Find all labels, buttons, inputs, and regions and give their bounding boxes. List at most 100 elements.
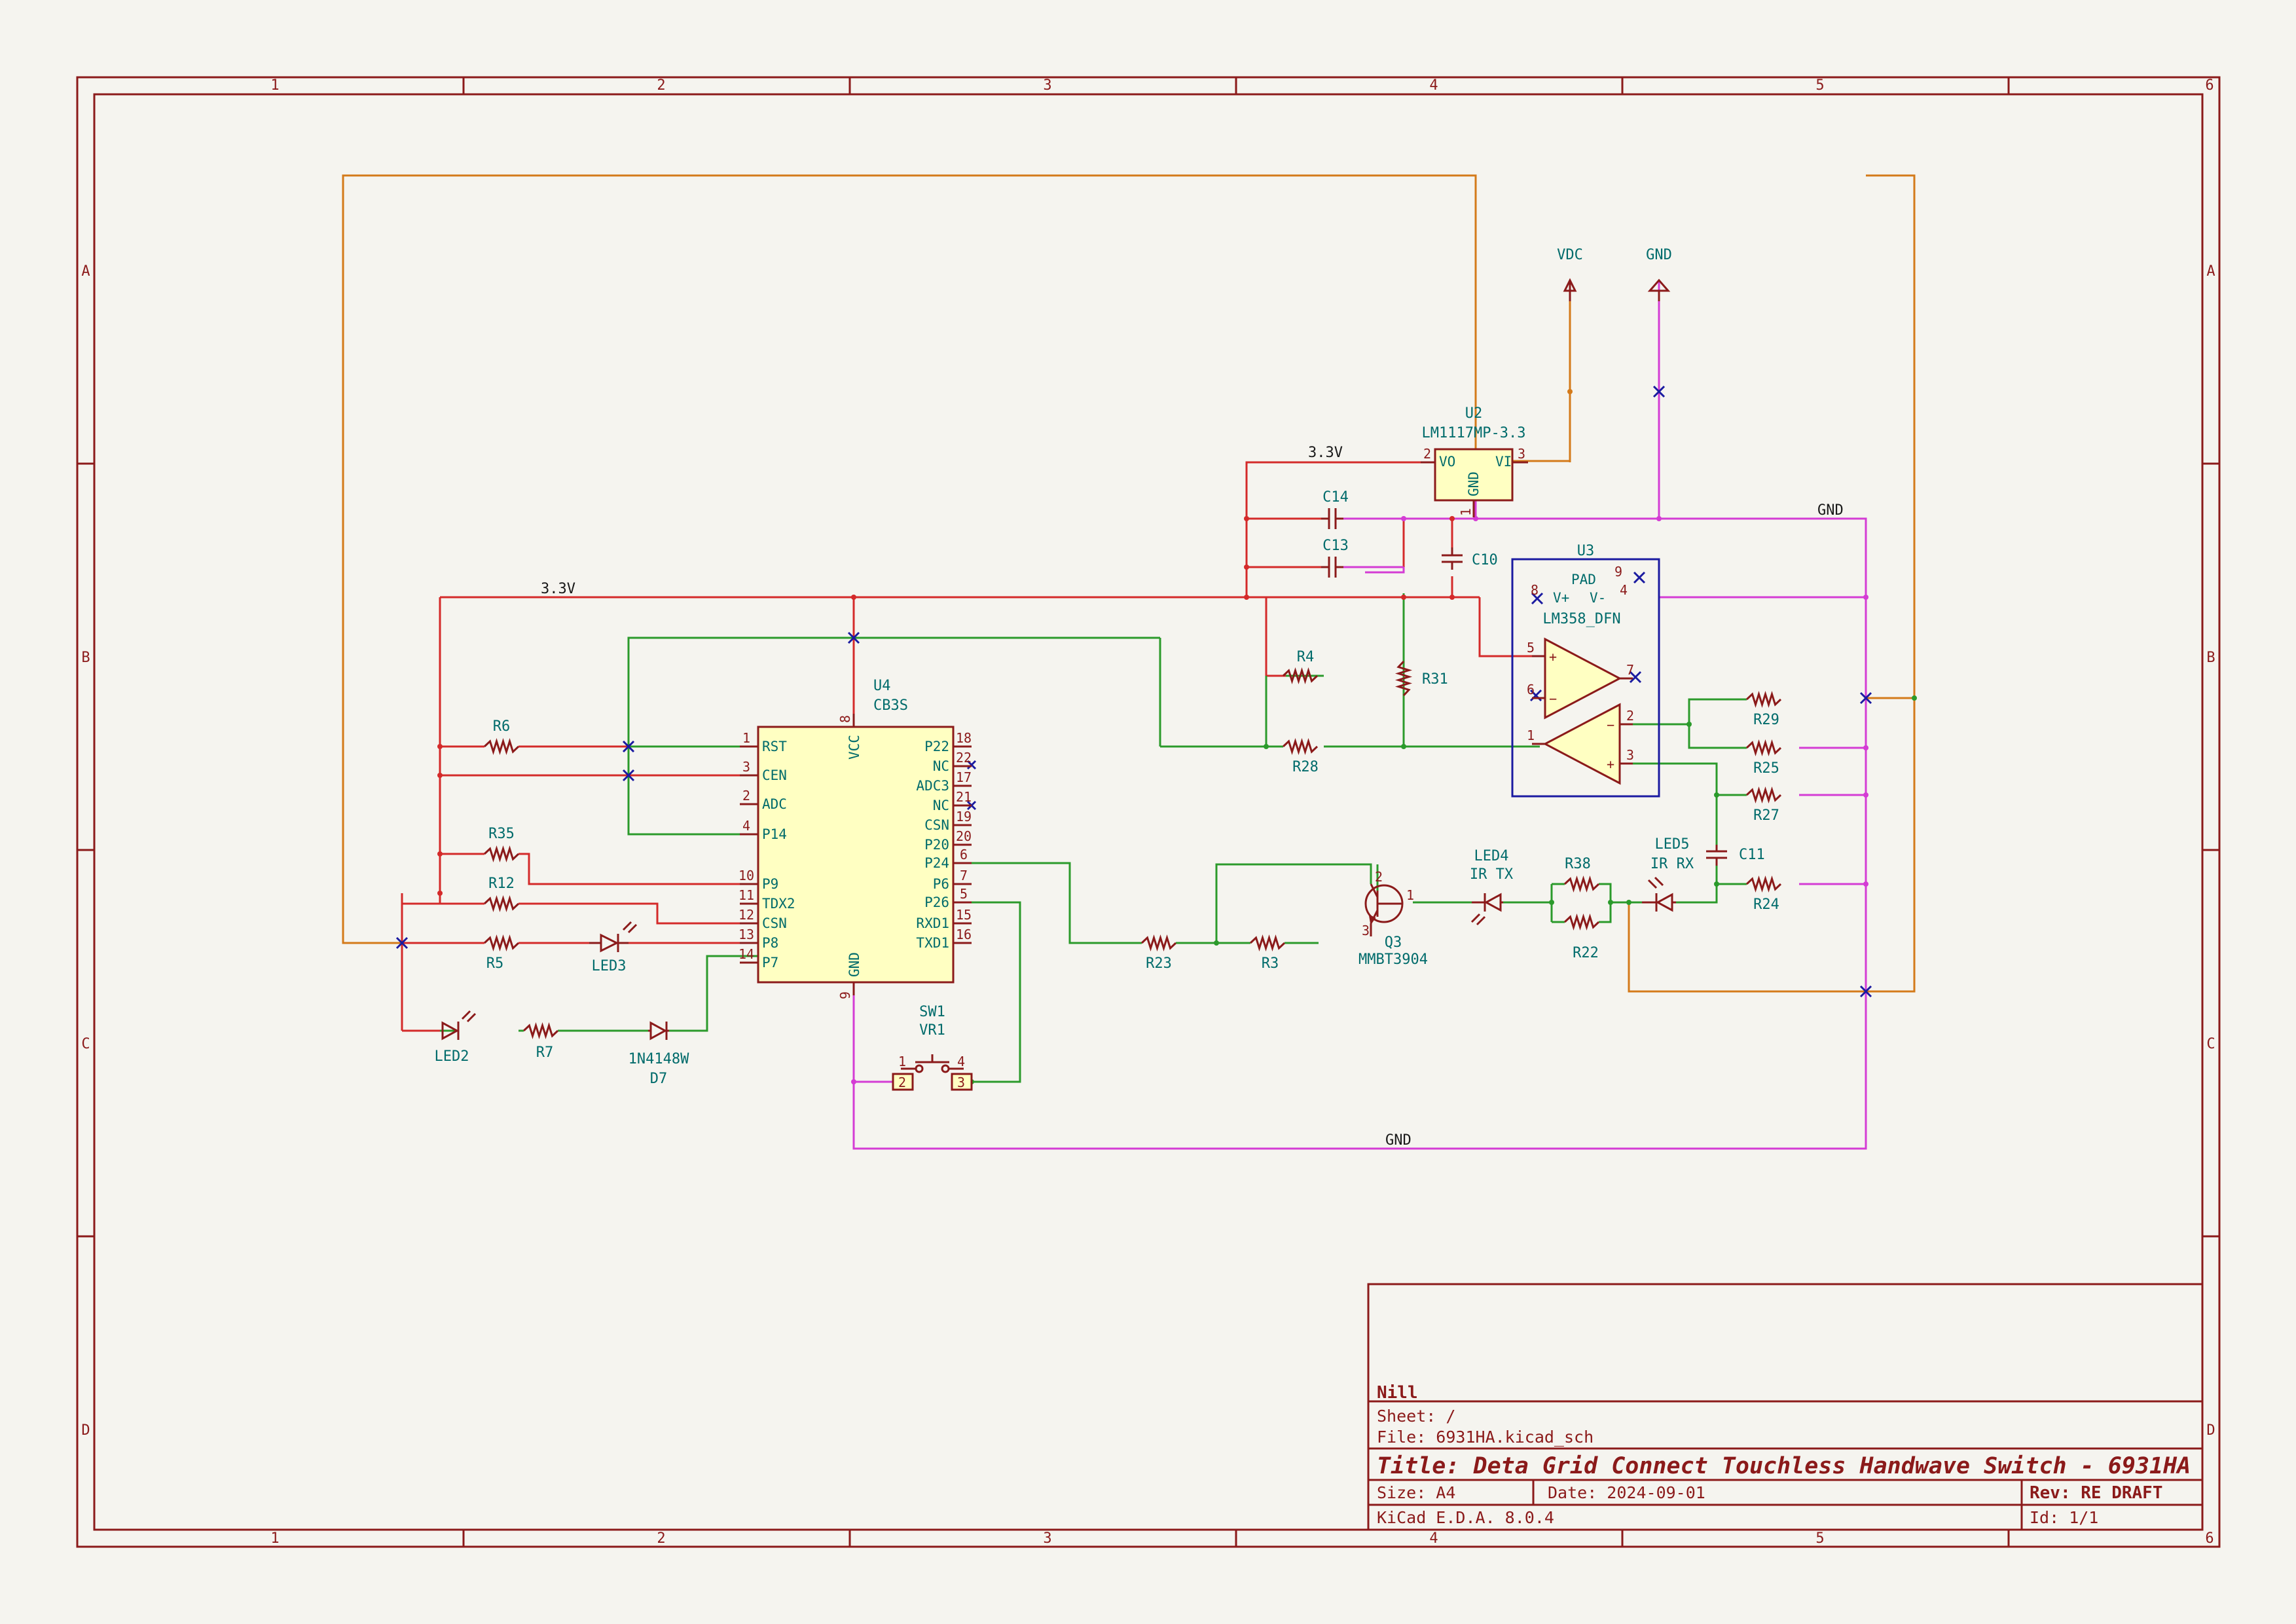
vdc-label: VDC	[1557, 247, 1583, 263]
q3-pin-2: 2	[1375, 869, 1383, 885]
row-label-c-right: C	[2206, 1036, 2215, 1052]
resistor-r31[interactable]: R31	[1394, 660, 1448, 697]
u4-left-pin-num: 3	[742, 759, 750, 775]
capacitor-c10[interactable]: C10	[1442, 547, 1498, 570]
resistor-label: R6	[493, 718, 511, 735]
u3-plus-sign-b: +	[1607, 756, 1614, 772]
resistor-r29[interactable]: R29	[1745, 690, 1782, 728]
title-company: Nill	[1377, 1383, 1418, 1403]
u4-right-pin-num: 5	[960, 886, 968, 902]
resistor-r22[interactable]: R22	[1563, 913, 1600, 961]
row-label-a-right: A	[2206, 263, 2215, 280]
junctions	[437, 389, 1917, 1084]
resistor-r12[interactable]: R12	[483, 876, 520, 913]
resistor-zigzag	[483, 895, 520, 913]
led4-ir-tx[interactable]: LED4 IR TX	[1470, 848, 1514, 926]
u4-right-pin-name: CSN	[924, 817, 949, 833]
resistor-r25[interactable]: R25	[1745, 739, 1782, 777]
resistor-zigzag	[1140, 934, 1177, 952]
u2-pin-2: 2	[1423, 446, 1431, 462]
capacitor-c14[interactable]: C14	[1247, 489, 1404, 529]
resistor-zigzag	[1745, 739, 1782, 757]
row-label-d: D	[81, 1422, 90, 1439]
led3[interactable]: LED3	[589, 921, 638, 974]
resistor-r5[interactable]: R5	[483, 934, 520, 972]
resistor-r4[interactable]: R4	[1282, 649, 1319, 685]
u4-right-pin-num: 7	[960, 868, 968, 883]
u4-right-pin-name: TXD1	[916, 935, 949, 951]
col-label-6-bottom: 6	[2205, 1530, 2214, 1547]
u3-pin-vplus: V+	[1553, 590, 1569, 606]
resistor-r35[interactable]: R35	[483, 826, 520, 863]
resistor-r28[interactable]: R28	[1282, 737, 1319, 775]
resistor-zigzag	[1745, 690, 1782, 709]
resistor-r6[interactable]: R6	[483, 718, 520, 756]
resistor-zigzag	[483, 737, 520, 756]
u3-ref: U3	[1577, 543, 1595, 559]
u2-regulator[interactable]: U2 LM1117MP-3.3 VO VI GND 2 3 1	[1421, 405, 1528, 517]
title-tool: KiCad E.D.A. 8.0.4	[1377, 1508, 1554, 1527]
col-label-3: 3	[1043, 77, 1051, 94]
resistor-label: R4	[1297, 649, 1315, 665]
u3-pin-7: 7	[1626, 662, 1634, 678]
q3-ref: Q3	[1385, 934, 1402, 951]
net-label-3v3-left: 3.3V	[541, 581, 575, 597]
u3-opamp[interactable]: + − − + U3 LM358_DFN PAD V+ V- 9 8 4 5 6…	[1511, 543, 1660, 798]
u4-right-pin-num: 15	[956, 907, 972, 923]
u4-right-pin-num: 17	[956, 769, 972, 785]
sw1-pin-1: 1	[898, 1054, 906, 1069]
wires-green	[440, 593, 1747, 1083]
sw1-pin-4: 4	[957, 1054, 965, 1069]
led5-value: IR RX	[1650, 856, 1694, 872]
resistor-r23[interactable]: R23	[1140, 934, 1177, 972]
u2-pin-3: 3	[1518, 446, 1525, 462]
u4-right-pin-name: P24	[924, 855, 949, 871]
transistor-q3[interactable]: 2 1 3 Q3 MMBT3904	[1358, 869, 1428, 968]
u4-left-pin-num: 2	[742, 788, 750, 803]
c13-ref: C13	[1322, 538, 1349, 554]
capacitor-c11[interactable]: C11	[1706, 845, 1765, 866]
title-size: Size: A4	[1377, 1483, 1455, 1502]
u3-pin-8: 8	[1531, 582, 1539, 598]
u3-pin-pad: PAD	[1571, 572, 1596, 587]
sw1-value: VR1	[919, 1022, 945, 1039]
resistor-r38[interactable]: R38	[1563, 856, 1600, 893]
led2[interactable]: LED2	[435, 1010, 477, 1065]
col-label-1-bottom: 1	[270, 1530, 279, 1547]
col-label-5-bottom: 5	[1815, 1530, 1824, 1547]
title-file: File: 6931HA.kicad_sch	[1377, 1428, 1594, 1447]
u4-module[interactable]: U4 CB3S VCC GND 8 9 1RST3CEN2ADC4P1410P9…	[738, 678, 972, 999]
u3-pin-9: 9	[1614, 564, 1622, 580]
resistor-r27[interactable]: R27	[1745, 786, 1782, 824]
resistor-r7[interactable]: R7	[522, 1022, 559, 1061]
col-label-2-bottom: 2	[657, 1530, 665, 1547]
resistor-r24[interactable]: R24	[1745, 875, 1782, 913]
u3-pin-5: 5	[1527, 640, 1535, 655]
u4-right-pin-name: NC	[933, 798, 949, 813]
u3-minus-sign-b: −	[1607, 717, 1614, 733]
resistor-r3[interactable]: R3	[1249, 934, 1286, 972]
switch-sw1[interactable]: 1 4 2 3 SW1 VR1	[892, 1004, 973, 1091]
led5-ir-rx[interactable]: LED5 IR RX	[1642, 836, 1694, 912]
sw1-pin-2: 2	[898, 1075, 906, 1090]
led5-ref: LED5	[1655, 836, 1690, 853]
capacitor-c13[interactable]: C13	[1247, 538, 1404, 578]
q3-pin-1: 1	[1406, 887, 1414, 903]
resistor-zigzag	[1282, 737, 1319, 756]
u3-pin-vminus: V-	[1590, 590, 1606, 606]
diode-d7[interactable]: 1N4148W D7	[629, 1021, 689, 1087]
resistor-zigzag	[1249, 934, 1286, 952]
led2-ref: LED2	[435, 1048, 469, 1065]
col-label-6: 6	[2205, 77, 2214, 94]
u4-right-pin-num: 16	[956, 927, 972, 942]
wires-magenta	[852, 280, 1867, 1150]
q3-value: MMBT3904	[1358, 951, 1428, 968]
u4-left-pin-name: ADC	[762, 796, 787, 812]
col-label-3-bottom: 3	[1043, 1530, 1051, 1547]
power-arrows	[1563, 278, 1671, 462]
d7-ref: D7	[650, 1071, 668, 1087]
row-label-c: C	[81, 1036, 90, 1052]
